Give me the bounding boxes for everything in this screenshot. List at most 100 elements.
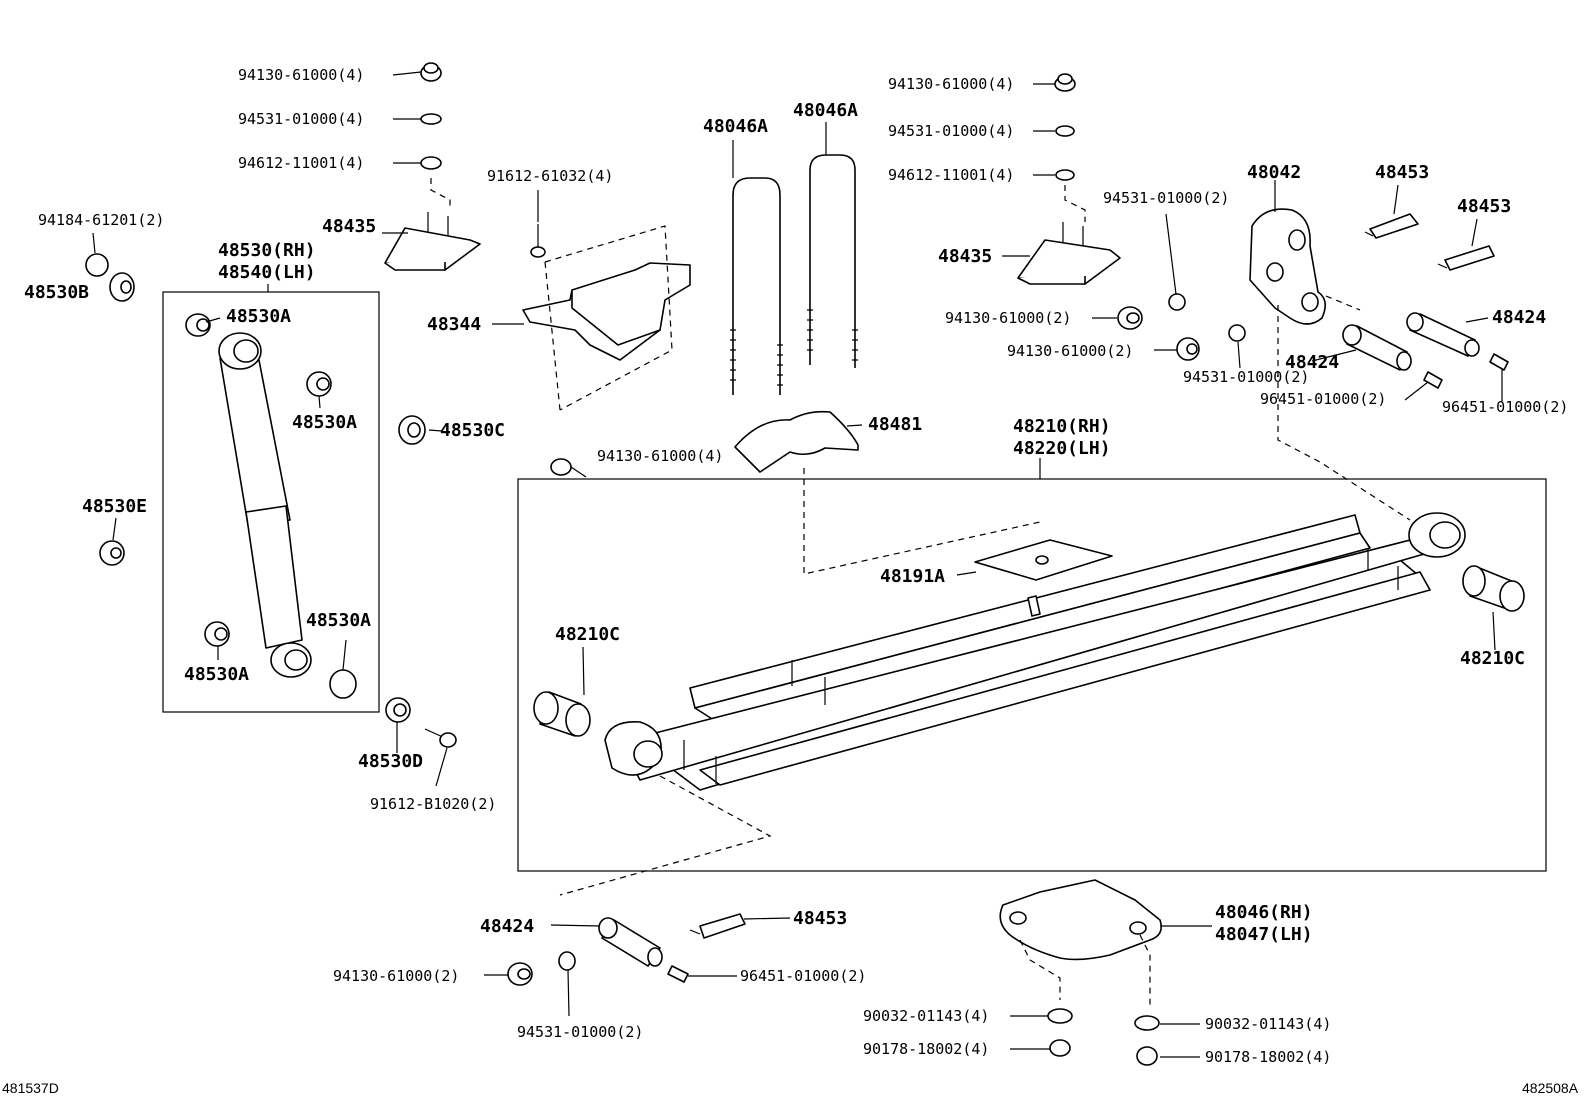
label-91612-b1020: 91612-B1020(2)	[370, 795, 496, 813]
pin-48424-upper-2	[1342, 324, 1412, 371]
collar-94130-61000-lower	[507, 962, 533, 986]
nut-90178-18002-right	[1136, 1046, 1158, 1066]
collar-94130-61000-r2	[1176, 337, 1200, 361]
washer-94612-11001-top-left	[420, 156, 442, 170]
grease-fitting-96451-upper-1	[1423, 371, 1443, 389]
plate-48344	[522, 262, 691, 361]
bracket-48435-left	[384, 212, 481, 271]
shackle-48042	[1249, 208, 1326, 325]
label-48435-left: 48435	[322, 216, 376, 237]
label-94612-11001-a: 94612-11001(4)	[238, 154, 364, 172]
u-bolt-48046a-2	[807, 154, 858, 368]
bushing-48530a-1	[185, 313, 211, 337]
label-94531-01000-b: 94531-01000(4)	[888, 122, 1014, 140]
label-48424-2: 48424	[1285, 352, 1339, 373]
label-96451-01000-c: 96451-01000(2)	[740, 967, 866, 985]
label-48046a-1: 48046A	[703, 116, 768, 137]
bolt-48453-upper-2	[1437, 245, 1495, 271]
nut-94130-61000-top-right	[1054, 73, 1076, 92]
label-48530e: 48530E	[82, 496, 147, 517]
label-48530b: 48530B	[24, 282, 89, 303]
label-94612-11001-b: 94612-11001(4)	[888, 166, 1014, 184]
leaf-spring-48210	[604, 512, 1466, 791]
label-48046-rh: 48046(RH)	[1215, 902, 1313, 923]
washer-94612-11001-top-right	[1055, 169, 1075, 181]
bushing-48530b	[85, 253, 135, 302]
washer-48530d	[385, 697, 411, 723]
bushing-48530a-3	[204, 621, 230, 647]
washer-94531-01000-r2	[1228, 324, 1246, 342]
pin-48424-upper-1	[1406, 312, 1480, 357]
label-48435-right: 48435	[938, 246, 992, 267]
pin-48424-lower	[598, 917, 663, 967]
bushing-48210c-left	[533, 691, 591, 737]
label-90032-01143-b: 90032-01143(4)	[1205, 1015, 1331, 1033]
plate-48191a	[974, 539, 1113, 581]
label-94130-61000-c: 94130-61000(4)	[888, 75, 1014, 93]
label-90178-18002-a: 90178-18002(4)	[863, 1040, 989, 1058]
label-94130-61000-d: 94130-61000(2)	[945, 309, 1071, 327]
bushing-48530a-2	[306, 371, 332, 397]
leader-lines	[92, 71, 1503, 1058]
bushing-48530a-4	[329, 669, 357, 699]
nut-94130-61000-top-left	[420, 62, 442, 82]
shock-absorber-group-box	[162, 291, 380, 713]
washer-48530c	[398, 415, 426, 445]
label-48344: 48344	[427, 314, 481, 335]
label-96451-01000-b: 96451-01000(2)	[1442, 398, 1568, 416]
label-96451-01000-a: 96451-01000(2)	[1260, 390, 1386, 408]
label-48424-3: 48424	[480, 916, 534, 937]
label-48046a-2: 48046A	[793, 100, 858, 121]
label-48530d: 48530D	[358, 751, 423, 772]
label-48220-lh: 48220(LH)	[1013, 438, 1111, 459]
label-94531-01000-c: 94531-01000(2)	[1103, 189, 1229, 207]
grease-fitting-96451-upper-2	[1489, 353, 1509, 371]
label-94130-61000-f: 94130-61000(2)	[333, 967, 459, 985]
label-94130-61000-e: 94130-61000(2)	[1007, 342, 1133, 360]
label-90178-18002-b: 90178-18002(4)	[1205, 1048, 1331, 1066]
bushing-48530e	[99, 540, 125, 566]
collar-94130-61000-r1	[1117, 306, 1143, 330]
label-48453-3: 48453	[793, 908, 847, 929]
leaf-spring-group-box	[517, 478, 1547, 872]
label-94531-01000-a: 94531-01000(4)	[238, 110, 364, 128]
bolt-91612-b1020	[424, 728, 457, 748]
footer-left-code: 481537D	[2, 1080, 59, 1096]
label-94130-61000-a: 94130-61000(4)	[238, 66, 364, 84]
label-48481: 48481	[868, 414, 922, 435]
shock-absorber	[218, 332, 312, 678]
label-48424-1: 48424	[1492, 307, 1546, 328]
washer-90032-01143-left	[1047, 1008, 1073, 1024]
label-48530a-2: 48530A	[292, 412, 357, 433]
label-48210c-right: 48210C	[1460, 648, 1525, 669]
seat-48481	[734, 410, 859, 473]
label-94184-61201: 94184-61201(2)	[38, 211, 164, 229]
nut-90178-18002-left	[1049, 1039, 1071, 1057]
bolt-91612-61032	[530, 224, 546, 258]
label-48530a-4: 48530A	[184, 664, 249, 685]
label-48530a-3: 48530A	[306, 610, 371, 631]
label-90032-01143-a: 90032-01143(4)	[863, 1007, 989, 1025]
washer-94531-01000-lower	[558, 951, 576, 971]
label-48540-lh: 48540(LH)	[218, 262, 316, 283]
label-91612-61032: 91612-61032(4)	[487, 167, 613, 185]
washer-94531-01000-r1	[1168, 293, 1186, 311]
bracket-48435-right	[1017, 222, 1121, 285]
label-48047-lh: 48047(LH)	[1215, 924, 1313, 945]
nut-94130-61000-bottom-plate	[550, 458, 572, 476]
label-48210-rh: 48210(RH)	[1013, 416, 1111, 437]
label-48042: 48042	[1247, 162, 1301, 183]
washer-94531-01000-top-right	[1055, 125, 1075, 137]
label-48210c-left: 48210C	[555, 624, 620, 645]
label-94531-01000-d: 94531-01000(2)	[1183, 368, 1309, 386]
label-48453-1: 48453	[1375, 162, 1429, 183]
label-48530a-1: 48530A	[226, 306, 291, 327]
bolt-48453-upper-1	[1364, 213, 1419, 239]
bracket-48046	[999, 879, 1163, 961]
washer-94531-01000-top-left	[420, 113, 442, 125]
bolt-48453-lower	[689, 913, 746, 939]
bushing-48210c-right	[1462, 565, 1525, 612]
washer-90032-01143-right	[1134, 1015, 1160, 1031]
